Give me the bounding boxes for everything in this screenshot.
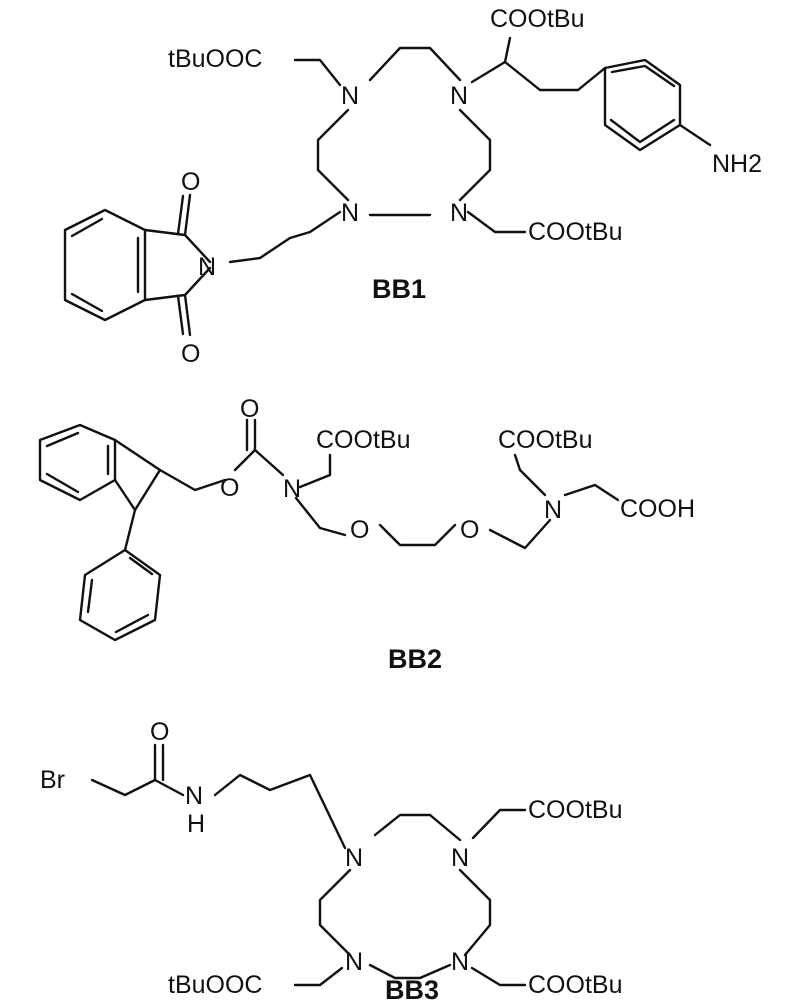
bb1-bonds bbox=[63, 36, 712, 337]
bb3-n-top-left: N bbox=[345, 844, 363, 872]
bb2-label: BB2 bbox=[388, 644, 442, 674]
bb3-coo-bottom-right: COOtBu bbox=[528, 971, 622, 999]
bb2-o-ether1: O bbox=[350, 516, 369, 544]
bb2-cooh: COOH bbox=[620, 495, 695, 523]
bb3-o-amide: O bbox=[150, 718, 169, 746]
bb3-bonds bbox=[90, 743, 527, 987]
bb2-coo-left: COOtBu bbox=[316, 426, 410, 454]
bb3-nh-h: H bbox=[187, 810, 205, 838]
bb3-label: BB3 bbox=[385, 975, 439, 1001]
bb2-o-carbonyl: O bbox=[240, 395, 259, 423]
bb3-tbuoocc: tBuOOC bbox=[168, 971, 262, 999]
bb2-o-ester: O bbox=[220, 474, 239, 502]
bb1-n-bottom-left: N bbox=[341, 199, 359, 227]
bb1-o-bottom: O bbox=[181, 340, 200, 368]
bb1-coo-right: COOtBu bbox=[528, 218, 622, 246]
bb2-bonds bbox=[38, 418, 620, 642]
bb3-coo-top-right: COOtBu bbox=[528, 796, 622, 824]
bb1-n-imide: N bbox=[198, 253, 216, 281]
bb1-o-top: O bbox=[181, 168, 200, 196]
bb1-label: BB1 bbox=[372, 274, 426, 304]
bb1-n-top-right: N bbox=[450, 82, 468, 110]
compound-bb3: Br O N H N N N N COOtBu tBuOOC COOtBu BB… bbox=[40, 718, 622, 1001]
bb2-coo-right: COOtBu bbox=[498, 426, 592, 454]
compound-bb2: O O N COOtBu O O COOtBu N COOH BB2 bbox=[38, 395, 695, 674]
bb3-nh-n: N bbox=[185, 782, 203, 810]
bb1-n-bottom-right: N bbox=[450, 199, 468, 227]
bb3-n-bottom-left: N bbox=[345, 948, 363, 976]
compound-bb1: N N N N tBuOOC COOtBu COOtBu NH2 O O N B… bbox=[63, 5, 762, 368]
bb3-br: Br bbox=[40, 766, 65, 794]
bb3-atom-labels: Br O N H N N N N COOtBu tBuOOC COOtBu bbox=[40, 718, 622, 999]
bb1-atom-labels: N N N N tBuOOC COOtBu COOtBu NH2 O O N bbox=[168, 5, 762, 368]
bb1-tbuoocc: tBuOOC bbox=[168, 45, 262, 73]
bb3-n-top-right: N bbox=[451, 844, 469, 872]
bb2-atom-labels: O O N COOtBu O O COOtBu N COOH bbox=[220, 395, 695, 544]
bb3-n-bottom-right: N bbox=[451, 948, 469, 976]
bb2-n-left: N bbox=[283, 475, 301, 503]
bb1-n-top-left: N bbox=[341, 82, 359, 110]
bb2-n-right: N bbox=[544, 496, 562, 524]
bb1-nh2: NH2 bbox=[712, 150, 762, 178]
bb1-coo-top: COOtBu bbox=[490, 5, 584, 33]
bb2-o-ether2: O bbox=[460, 516, 479, 544]
